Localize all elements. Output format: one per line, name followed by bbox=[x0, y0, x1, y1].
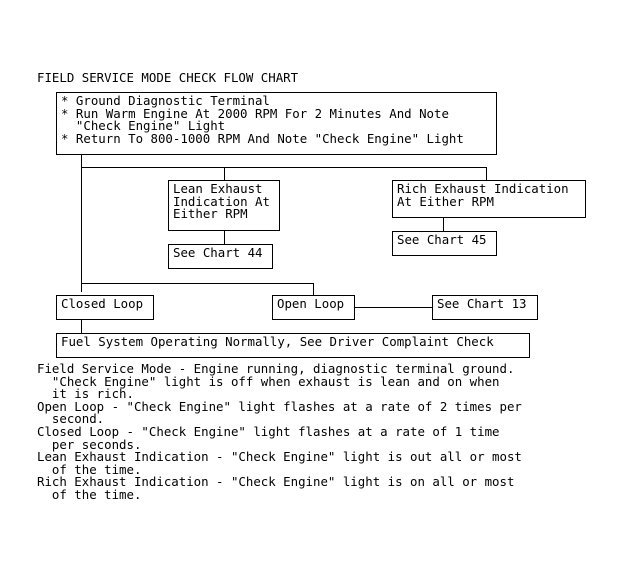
normal-operation-node: Fuel System Operating Normally, See Driv… bbox=[56, 333, 530, 358]
open-loop-label: Open Loop bbox=[277, 296, 345, 311]
connector-open-to-chart13 bbox=[354, 307, 432, 308]
connector-loop-branch bbox=[81, 283, 313, 284]
connector-to-open-loop bbox=[313, 283, 314, 295]
lean-exhaust-node: Lean Exhaust Indication At Either RPM bbox=[168, 180, 280, 231]
chart13-label: See Chart 13 bbox=[437, 296, 527, 311]
lean-line: Either RPM bbox=[173, 206, 248, 222]
see-chart-13-node: See Chart 13 bbox=[432, 295, 538, 320]
note-line: per seconds. bbox=[37, 436, 142, 452]
closed-loop-node: Closed Loop bbox=[56, 295, 154, 320]
normal-label: Fuel System Operating Normally, See Driv… bbox=[61, 334, 494, 349]
see-chart-44-node: See Chart 44 bbox=[168, 244, 273, 269]
connector-top-branch bbox=[81, 167, 486, 168]
notes: Field Service Mode - Engine running, dia… bbox=[37, 361, 522, 502]
start-line: "Check Engine" Light bbox=[61, 118, 226, 134]
note-line: Rich Exhaust Indication - "Check Engine"… bbox=[37, 474, 515, 490]
chart-title: FIELD SERVICE MODE CHECK FLOW CHART bbox=[37, 70, 299, 85]
note-line: "Check Engine" light is off when exhaust… bbox=[37, 373, 500, 389]
closed-loop-label: Closed Loop bbox=[61, 296, 144, 311]
see-chart-45-node: See Chart 45 bbox=[392, 231, 497, 256]
connector-rich-to-chart45 bbox=[443, 218, 444, 231]
start-line: * Ground Diagnostic Terminal bbox=[61, 93, 270, 108]
chart44-label: See Chart 44 bbox=[173, 245, 263, 260]
start-node: * Ground Diagnostic Terminal * Run Warm … bbox=[56, 92, 497, 155]
note-line: Closed Loop - "Check Engine" light flash… bbox=[37, 423, 500, 439]
connector-main-trunk bbox=[81, 155, 82, 292]
connector-lean-to-chart44 bbox=[224, 231, 225, 244]
rich-line: Rich Exhaust Indication bbox=[397, 181, 569, 196]
note-line: it is rich. bbox=[37, 386, 134, 402]
note-line: second. bbox=[37, 411, 105, 427]
note-line: of the time. bbox=[37, 461, 142, 477]
connector-to-lean bbox=[224, 167, 225, 180]
chart45-label: See Chart 45 bbox=[397, 232, 487, 247]
open-loop-node: Open Loop bbox=[272, 295, 355, 320]
note-line: Lean Exhaust Indication - "Check Engine"… bbox=[37, 449, 522, 465]
note-line: Field Service Mode - Engine running, dia… bbox=[37, 361, 515, 376]
rich-line: At Either RPM bbox=[397, 193, 494, 209]
connector-closed-to-normal bbox=[81, 320, 82, 333]
lean-line: Lean Exhaust bbox=[173, 181, 263, 196]
note-line: Open Loop - "Check Engine" light flashes… bbox=[37, 398, 522, 414]
rich-exhaust-node: Rich Exhaust Indication At Either RPM bbox=[392, 180, 586, 218]
start-line: * Return To 800-1000 RPM And Note "Check… bbox=[61, 130, 464, 146]
note-line: of the time. bbox=[37, 486, 142, 502]
start-line: * Run Warm Engine At 2000 RPM For 2 Minu… bbox=[61, 105, 449, 121]
connector-to-rich bbox=[486, 167, 487, 180]
lean-line: Indication At bbox=[173, 193, 270, 209]
